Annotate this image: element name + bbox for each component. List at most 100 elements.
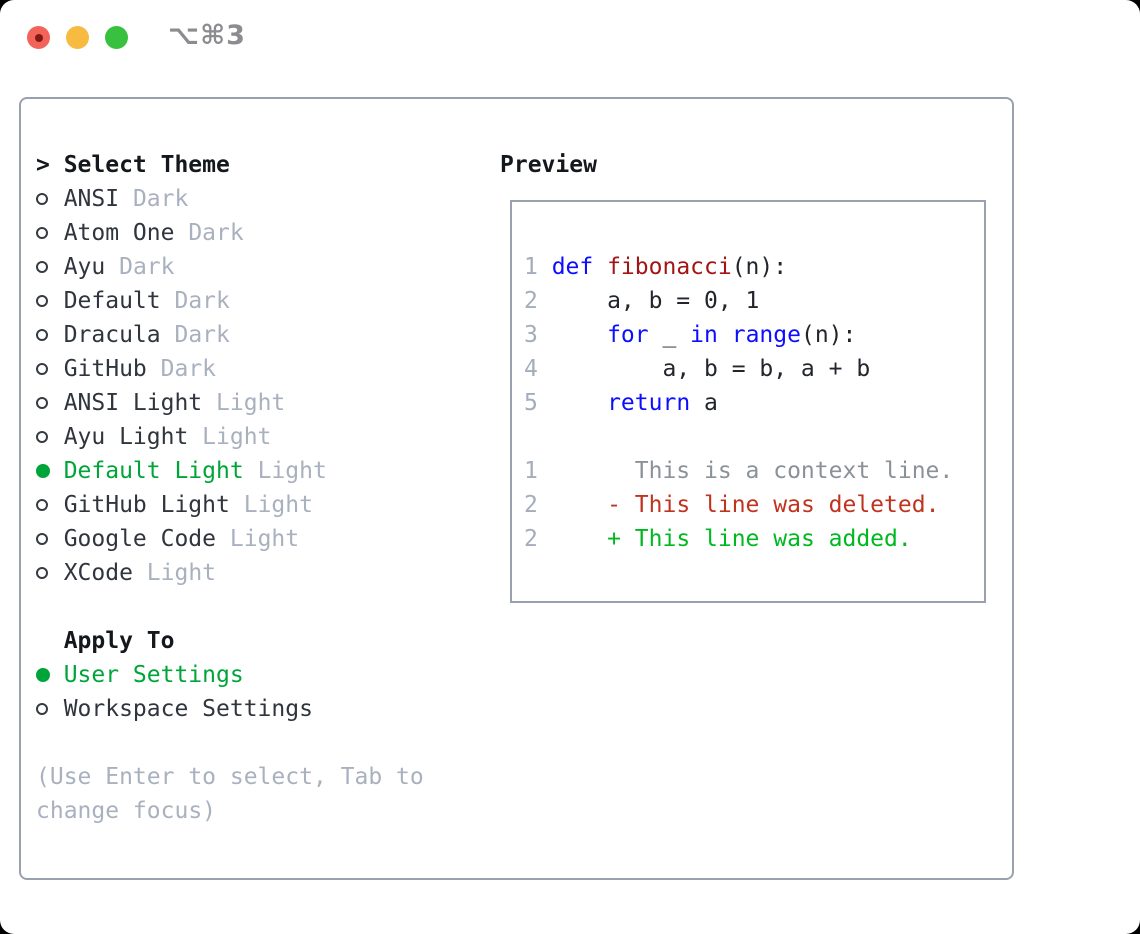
option-label: Default Light xyxy=(63,458,244,484)
cursor-icon: > xyxy=(36,152,50,178)
option-theme-dracula[interactable]: Dracula Dark xyxy=(36,318,486,352)
line-number: 1 xyxy=(524,254,538,280)
code-line: 1 This is a context line. xyxy=(524,454,984,488)
radio-unselected-icon xyxy=(36,227,48,239)
code-segment-plain: _ xyxy=(648,322,691,348)
line-number: 3 xyxy=(524,322,538,348)
code-segment-plain xyxy=(718,322,732,348)
line-number: 2 xyxy=(524,492,538,518)
code-segment-context: This is a context line. xyxy=(551,458,954,484)
option-label: User Settings xyxy=(63,662,244,688)
option-theme-ayu[interactable]: Ayu Dark xyxy=(36,250,486,284)
option-variant-label: Light xyxy=(202,424,272,450)
code-line: 2 + This line was added. xyxy=(524,522,984,556)
option-variant-label: Light xyxy=(243,492,313,518)
radio-unselected-icon xyxy=(36,533,48,545)
preview-title: Preview xyxy=(500,152,597,178)
option-variant-label: Light xyxy=(257,458,327,484)
zoom-button[interactable] xyxy=(105,26,128,49)
option-theme-default-light[interactable]: Default Light Light xyxy=(36,454,486,488)
code-segment-keyword: in xyxy=(690,322,718,348)
radio-unselected-icon xyxy=(36,567,48,579)
window-title-shortcut: ⌥⌘3 xyxy=(168,20,246,51)
code-segment-plain xyxy=(552,390,607,416)
code-segment-deleted: - This line was deleted. xyxy=(607,492,940,518)
option-label: Atom One xyxy=(63,220,175,246)
code-line: 2 - This line was deleted. xyxy=(524,488,984,522)
radio-unselected-icon xyxy=(36,363,48,375)
line-number: 2 xyxy=(524,288,538,314)
code-line: 1 def fibonacci(n): xyxy=(524,250,984,284)
radio-unselected-icon xyxy=(36,329,48,341)
option-label: Dracula xyxy=(63,322,161,348)
code-segment-plain: a, b = 0, 1 xyxy=(551,288,760,314)
option-theme-ansi-light[interactable]: ANSI Light Light xyxy=(36,386,486,420)
radio-selected-icon xyxy=(36,668,50,682)
option-theme-github-light[interactable]: GitHub Light Light xyxy=(36,488,486,522)
option-variant-label: Light xyxy=(229,526,300,552)
option-variant-label: Dark xyxy=(160,356,217,382)
option-user-settings[interactable]: User Settings xyxy=(36,658,486,692)
radio-unselected-icon xyxy=(36,499,48,511)
select-theme-title: Select Theme xyxy=(63,152,230,178)
code-segment-plain: (n): xyxy=(800,322,857,348)
code-line: 3 for _ in range(n): xyxy=(524,318,984,352)
option-variant-label: Dark xyxy=(188,220,244,246)
radio-unselected-icon xyxy=(36,397,48,409)
option-theme-github[interactable]: GitHub Dark xyxy=(36,352,486,386)
option-label: Ayu Light xyxy=(63,424,189,450)
code-segment-plain: a xyxy=(690,390,718,416)
option-label: ANSI xyxy=(63,186,120,212)
option-variant-label: Dark xyxy=(119,254,175,280)
option-label: GitHub Light xyxy=(63,492,230,518)
option-theme-atom-one[interactable]: Atom One Dark xyxy=(36,216,486,250)
option-label: Workspace Settings xyxy=(63,696,313,722)
option-workspace-settings[interactable]: Workspace Settings xyxy=(36,692,486,726)
option-label: XCode xyxy=(63,560,133,586)
code-segment-function: fibonacci xyxy=(607,254,732,280)
option-theme-google-code[interactable]: Google Code Light xyxy=(36,522,486,556)
line-number: 4 xyxy=(524,356,538,382)
close-button-dot-icon xyxy=(34,33,43,42)
radio-unselected-icon xyxy=(36,261,48,273)
code-line: 2 a, b = 0, 1 xyxy=(524,284,984,318)
window-controls xyxy=(27,26,128,49)
option-label: Default xyxy=(63,288,161,314)
code-segment-keyword: range xyxy=(731,322,801,348)
apply-to-title: Apply To xyxy=(63,628,175,654)
close-button[interactable] xyxy=(27,26,50,49)
option-variant-label: Dark xyxy=(132,186,189,212)
option-label: GitHub xyxy=(63,356,147,382)
minimize-button[interactable] xyxy=(66,26,89,49)
option-label: Google Code xyxy=(63,526,217,552)
code-segment-added: + This line was added. xyxy=(607,526,912,552)
radio-unselected-icon xyxy=(36,295,48,307)
code-segment-plain xyxy=(552,492,607,518)
code-segment-plain: (n): xyxy=(731,254,788,280)
line-number: 5 xyxy=(524,390,538,416)
option-theme-xcode[interactable]: XCode Light xyxy=(36,556,486,590)
code-segment-keyword: return xyxy=(607,390,691,416)
help-text-line1: (Use Enter to select, Tab to xyxy=(36,764,424,790)
code-segment-keyword: def xyxy=(551,254,608,280)
radio-selected-icon xyxy=(36,464,50,478)
option-theme-default[interactable]: Default Dark xyxy=(36,284,486,318)
select-theme-header: > Select Theme xyxy=(36,148,486,182)
code-segment-plain xyxy=(552,322,607,348)
option-variant-label: Dark xyxy=(174,322,230,348)
option-variant-label: Light xyxy=(216,390,286,416)
code-segment-plain xyxy=(552,526,607,552)
radio-unselected-icon xyxy=(36,431,48,443)
line-number: 2 xyxy=(524,526,538,552)
option-variant-label: Dark xyxy=(174,288,230,314)
code-line: 5 return a xyxy=(524,386,984,420)
option-theme-ayu-light[interactable]: Ayu Light Light xyxy=(36,420,486,454)
radio-unselected-icon xyxy=(36,703,48,715)
option-theme-ansi[interactable]: ANSI Dark xyxy=(36,182,486,216)
